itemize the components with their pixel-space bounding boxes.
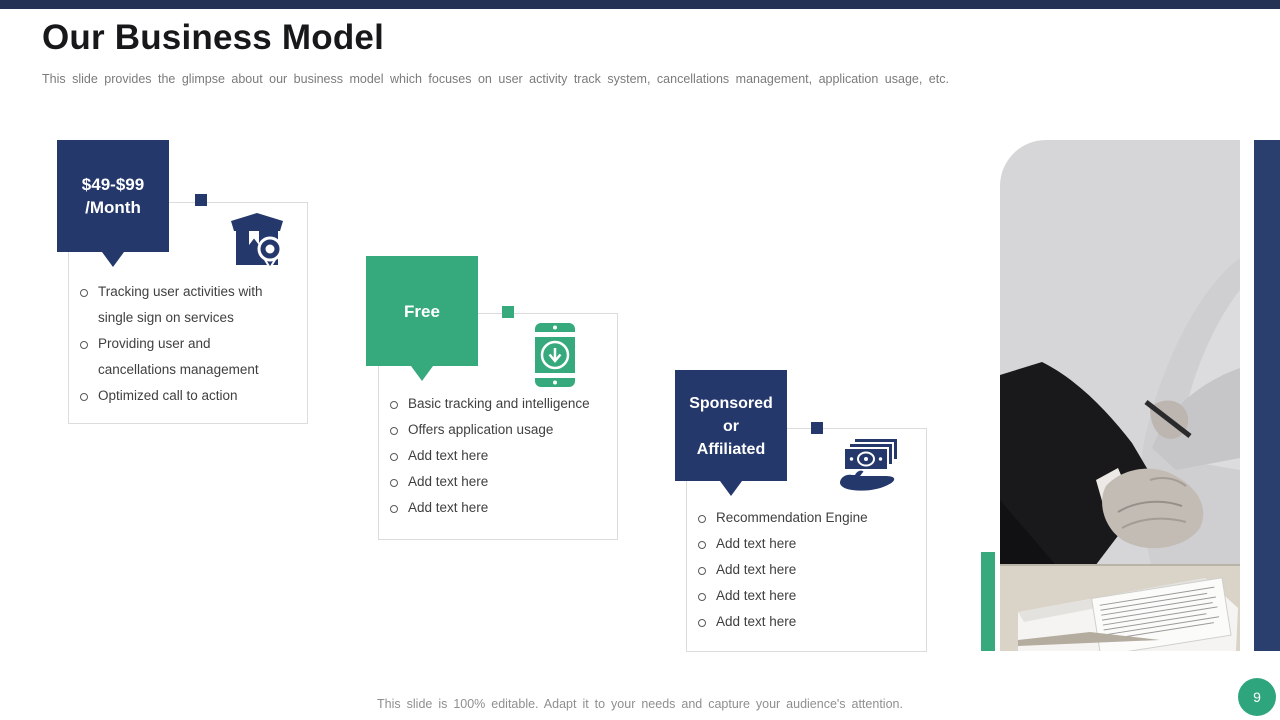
price-badge: Free: [366, 256, 478, 366]
connector-square: [811, 422, 823, 434]
badge-pointer: [720, 481, 742, 496]
price-badge: $49-$99 /Month: [57, 140, 169, 252]
badge-label: Sponsored: [689, 395, 773, 412]
bullet-item: Add text here: [389, 469, 614, 495]
badge-label: or: [723, 418, 739, 435]
bullet-item: Recommendation Engine: [697, 505, 922, 531]
badge-label: $49-$99: [81, 175, 145, 194]
handshake-photo: [1000, 140, 1240, 651]
connector-square: [502, 306, 514, 318]
mobile-download-icon: [534, 322, 576, 393]
badge-pointer: [411, 366, 433, 381]
bullet-item: Basic tracking and intelligence: [389, 391, 614, 417]
price-badge: Sponsored or Affiliated: [675, 370, 787, 481]
badge-label: Affiliated: [696, 441, 766, 458]
bullet-list: Tracking user activities with single sig…: [79, 279, 291, 409]
footer-note: This slide is 100% editable. Adapt it to…: [377, 697, 903, 711]
bullet-item: Add text here: [697, 609, 922, 635]
slide-subtitle: This slide provides the glimpse about ou…: [42, 72, 949, 86]
accent-bar-green: [981, 552, 995, 651]
bullet-item: Add text here: [697, 557, 922, 583]
bullet-item: Add text here: [697, 583, 922, 609]
badge-label: /Month: [85, 198, 141, 217]
bullet-list: Recommendation Engine Add text here Add …: [697, 505, 922, 635]
accent-bar-navy: [1254, 140, 1280, 651]
cash-in-hand-icon: [838, 437, 900, 499]
bullet-item: Add text here: [389, 495, 614, 521]
page-title: Our Business Model: [42, 18, 384, 57]
bullet-item: Add text here: [697, 531, 922, 557]
page-number-badge: 9: [1238, 678, 1276, 716]
bullet-item: Add text here: [389, 443, 614, 469]
badge-label: Free: [404, 302, 440, 321]
package-location-icon: [228, 211, 286, 274]
bullet-item: Tracking user activities with single sig…: [79, 279, 291, 331]
top-accent-bar: [0, 0, 1280, 9]
bullet-list: Basic tracking and intelligence Offers a…: [389, 391, 614, 521]
connector-square: [195, 194, 207, 206]
badge-pointer: [102, 252, 124, 267]
bullet-item: Offers application usage: [389, 417, 614, 443]
bullet-item: Optimized call to action: [79, 383, 291, 409]
bullet-item: Providing user and cancellations managem…: [79, 331, 291, 383]
